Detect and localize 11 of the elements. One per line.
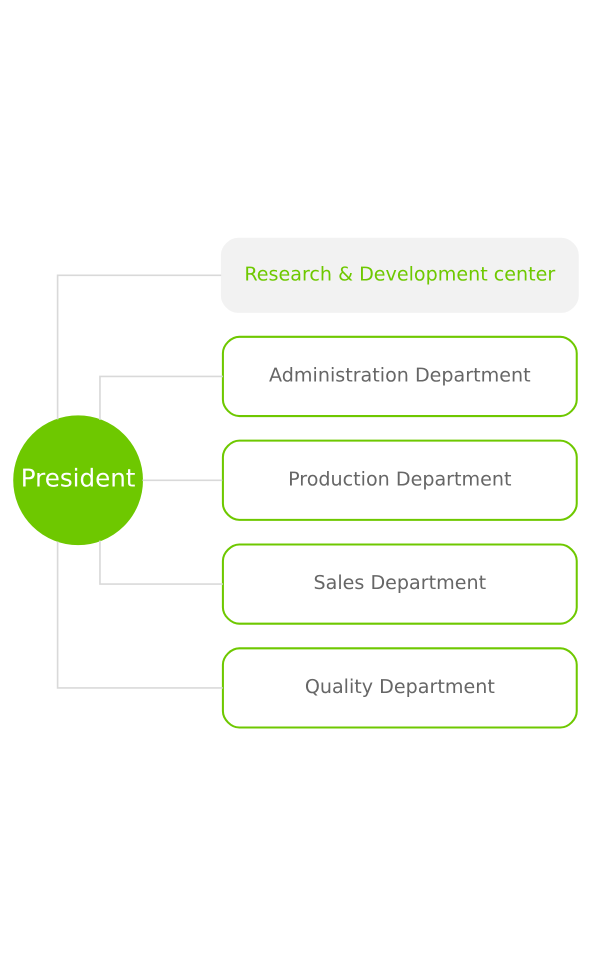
node-box: Production Department <box>222 440 578 521</box>
node-box: Quality Department <box>222 647 578 729</box>
connector <box>56 541 223 689</box>
connector <box>142 479 222 482</box>
node-box: Sales Department <box>222 543 578 625</box>
connector <box>56 274 222 420</box>
node-box: Administration Department <box>222 336 578 418</box>
connector <box>99 540 223 585</box>
connector <box>99 376 223 420</box>
node-circle: President <box>13 415 143 546</box>
node-box: Research & Development center <box>220 238 579 313</box>
